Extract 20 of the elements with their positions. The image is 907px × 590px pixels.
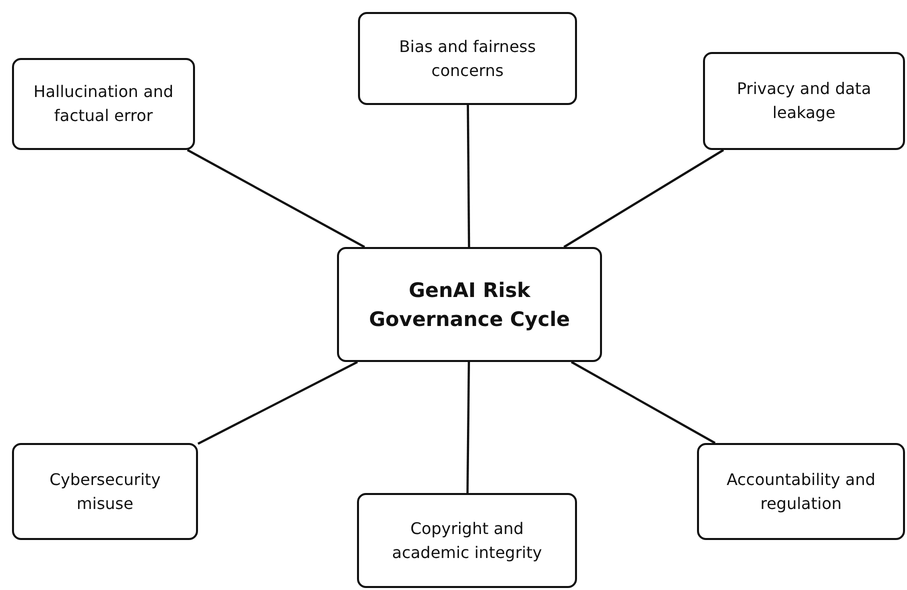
risk-box [697, 443, 905, 540]
risk-label: Hallucination and factual error [32, 81, 174, 127]
risk-box [358, 12, 577, 105]
risk-label: Cybersecurity misuse [48, 468, 162, 514]
risk-label: Copyright and academic integrity [391, 518, 543, 564]
connector-line [570, 361, 716, 444]
risk-label: Accountability and regulation [726, 468, 876, 514]
central-box [337, 247, 602, 362]
connector-line [466, 105, 470, 248]
risk-label: Bias and fairness concerns [398, 36, 537, 82]
risk-box [12, 443, 198, 540]
risk-label: Privacy and data leakage [736, 78, 872, 124]
risk-box [357, 493, 577, 588]
risk-box [12, 58, 195, 150]
hub-title: GenAI Risk Governance Cycle [368, 276, 571, 332]
connector-line [466, 362, 470, 494]
connector-line [198, 361, 358, 445]
risk-box [703, 52, 905, 150]
connector-line [186, 149, 366, 248]
connector-line [563, 149, 724, 248]
